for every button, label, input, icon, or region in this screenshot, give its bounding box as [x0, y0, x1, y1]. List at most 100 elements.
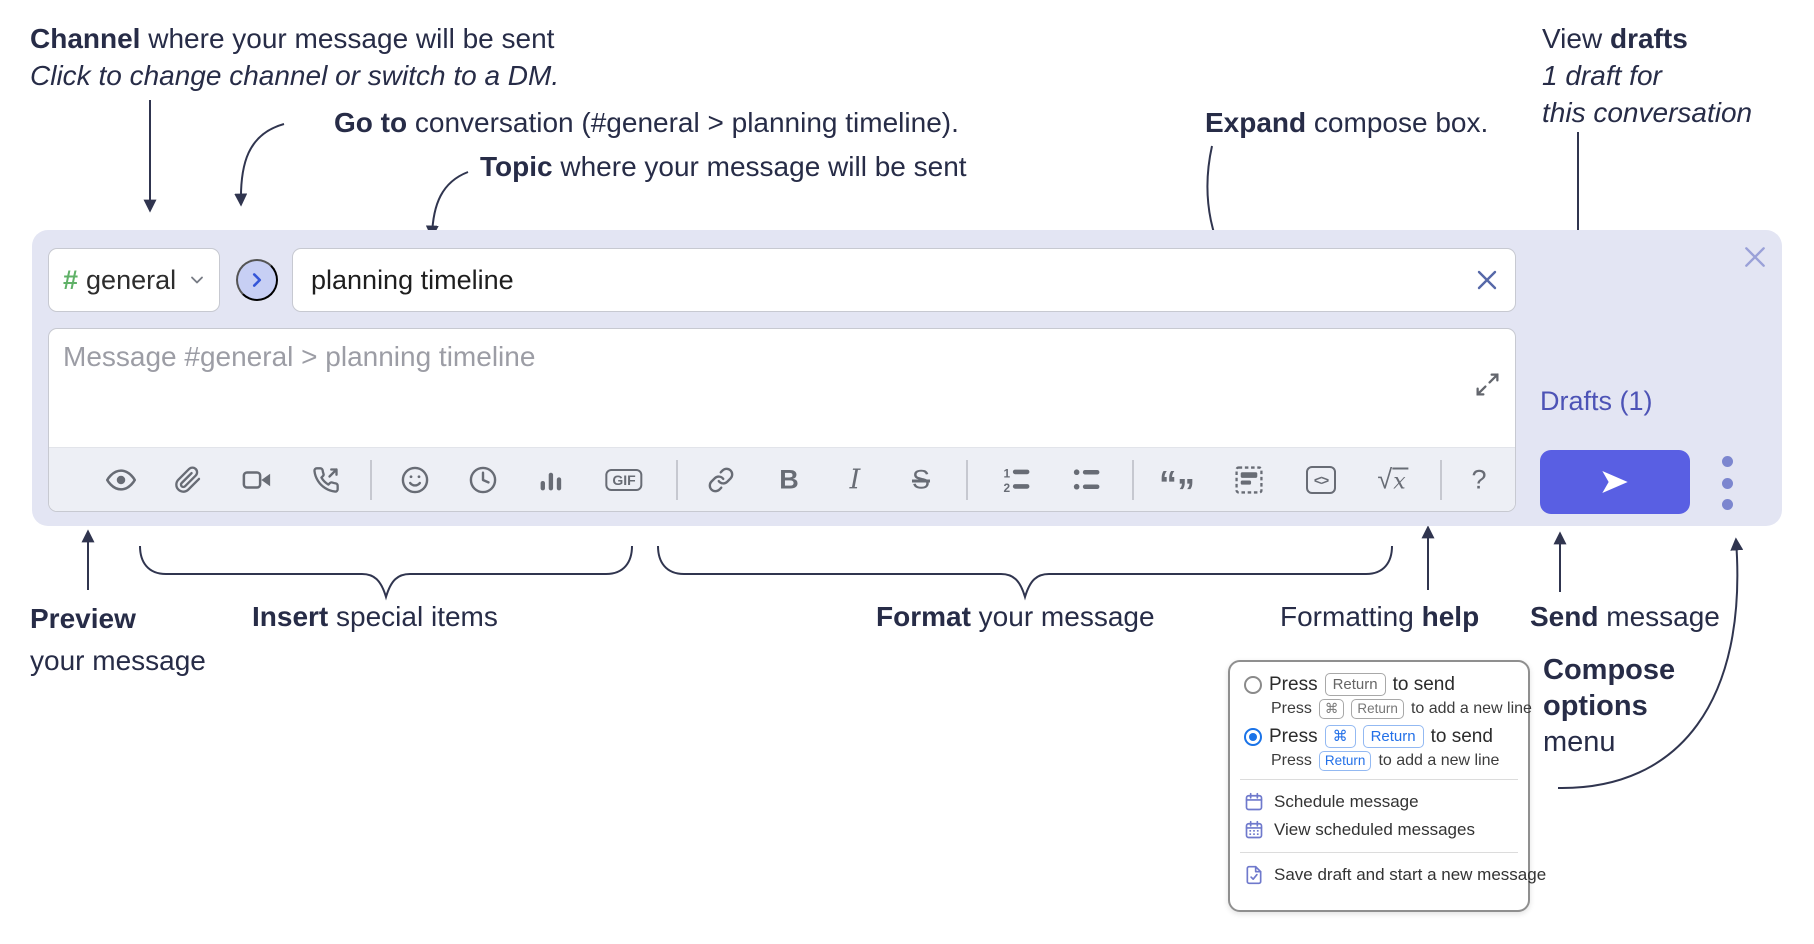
view-drafts-pre: View	[1542, 23, 1610, 54]
preview-annotation: Preview your message	[30, 598, 206, 682]
toolbar-divider	[1132, 459, 1134, 500]
save-draft-item[interactable]: Save draft and start a new message	[1244, 861, 1546, 889]
quote-button[interactable]: “”	[1159, 465, 1195, 509]
spoiler-button[interactable]	[1235, 465, 1264, 494]
add-poll-button[interactable]	[538, 466, 565, 493]
quote-icon: “	[1159, 462, 1177, 504]
send-option-enter-subtext: Press ⌘ Return to add a new line	[1271, 699, 1532, 719]
send-option-cmd-enter[interactable]: Press ⌘ Return to send	[1244, 725, 1514, 748]
add-gif-button[interactable]: GIF	[605, 468, 643, 491]
send-button[interactable]	[1540, 450, 1690, 514]
insert-annotation: Insert special items	[252, 598, 498, 635]
radio-unchecked-icon[interactable]	[1244, 675, 1262, 694]
view-drafts-annotation: View drafts 1 draft for this conversatio…	[1542, 20, 1752, 131]
schedule-message-label: Schedule message	[1274, 792, 1419, 811]
bar-chart-icon	[540, 472, 562, 490]
clock-icon	[469, 466, 497, 493]
go-to-conversation-button[interactable]	[236, 259, 278, 301]
spoiler-icon	[1235, 465, 1263, 494]
emoji-button[interactable]	[401, 465, 430, 494]
toolbar-divider	[676, 459, 678, 500]
view-drafts-bold: drafts	[1609, 23, 1688, 54]
toolbar-divider	[1440, 459, 1442, 500]
send-annotation-rest: message	[1598, 601, 1720, 632]
chevron-down-icon	[191, 276, 203, 284]
compose-options-line2: options	[1543, 690, 1648, 722]
channel-annotation-line2: Click to change channel or switch to a D…	[30, 60, 560, 91]
topic-annotation: Topic where your message will be sent	[480, 148, 967, 185]
preview-annotation-line2: your message	[30, 645, 206, 676]
expand-compose-button[interactable]	[1474, 371, 1501, 398]
bulleted-list-icon	[1073, 468, 1100, 490]
video-camera-icon	[242, 470, 271, 489]
send-option-cmd-enter-subtext: Press Return to add a new line	[1271, 751, 1514, 771]
compose-box: # general Message #general > planning ti…	[32, 230, 1782, 526]
formatting-help-bold: help	[1421, 601, 1480, 632]
toolbar-divider	[966, 459, 968, 500]
schedule-message-item[interactable]: Schedule message	[1244, 788, 1514, 816]
svg-text:2: 2	[1004, 480, 1011, 494]
close-icon	[1477, 270, 1497, 290]
insert-brace	[139, 545, 633, 601]
document-check-icon	[1246, 865, 1262, 885]
close-compose-button[interactable]	[1742, 244, 1768, 270]
strikethrough-icon: S	[911, 464, 931, 494]
topic-input[interactable]	[311, 264, 1475, 296]
message-compose-area[interactable]: Message #general > planning timeline	[48, 328, 1516, 512]
compose-options-menu-button[interactable]	[1715, 456, 1739, 510]
view-drafts-line3: this conversation	[1542, 97, 1753, 128]
add-global-time-button[interactable]	[469, 465, 498, 494]
bold-icon: B	[779, 464, 799, 494]
quote-icon-close: ”	[1177, 470, 1195, 512]
menu-divider	[1240, 779, 1518, 780]
cmd-key-chip: ⌘	[1318, 699, 1345, 719]
to-send-label: to send	[1392, 673, 1455, 695]
attach-file-button[interactable]	[174, 465, 202, 494]
message-input[interactable]: Message #general > planning timeline	[63, 341, 536, 372]
radio-checked-icon[interactable]	[1244, 727, 1262, 746]
formatting-help-button[interactable]: ?	[1471, 464, 1486, 495]
smiley-icon	[401, 466, 429, 493]
send-annotation-bold: Send	[1530, 601, 1599, 632]
channel-selector[interactable]: # general	[48, 248, 220, 312]
preview-button[interactable]	[106, 465, 136, 495]
start-video-call-button[interactable]	[242, 465, 272, 495]
dot-icon	[1721, 499, 1733, 510]
press-label: Press	[1271, 752, 1312, 769]
topic-annotation-bold: Topic	[480, 151, 553, 182]
paperclip-icon	[175, 465, 201, 493]
compose-options-menu: Press Return to send Press ⌘ Return to a…	[1228, 660, 1546, 912]
press-label: Press	[1269, 725, 1318, 747]
return-key-chip: Return	[1351, 699, 1404, 719]
compose-options-line3: menu	[1543, 726, 1616, 758]
drafts-link[interactable]: Drafts (1)	[1540, 386, 1653, 416]
gif-icon: GIF	[605, 468, 643, 491]
numbered-list-button[interactable]: 1 2	[1003, 465, 1032, 494]
bulleted-list-button[interactable]	[1073, 465, 1102, 494]
expand-annotation-bold: Expand	[1205, 107, 1307, 138]
formatting-help-annotation: Formatting help	[1280, 598, 1479, 635]
code-button[interactable]: <>	[1306, 465, 1336, 494]
expand-annotation: Expand compose box.	[1205, 104, 1488, 141]
compose-toolbar: GIF B I S	[49, 447, 1515, 511]
view-drafts-line2: 1 draft for	[1542, 60, 1662, 91]
format-brace	[657, 545, 1393, 601]
compose-options-annotation: Compose options menu	[1543, 652, 1675, 760]
cmd-key-chip: ⌘	[1324, 725, 1356, 748]
strikethrough-button[interactable]: S	[912, 464, 930, 495]
math-button[interactable]: √x	[1377, 464, 1409, 495]
insert-link-button[interactable]	[708, 466, 735, 493]
to-add-new-line-label: to add a new line	[1410, 700, 1532, 717]
goto-annotation: Go to conversation (#general > planning …	[334, 104, 959, 141]
channel-annotation-rest: where your message will be sent	[140, 23, 555, 54]
italic-button[interactable]: I	[850, 464, 861, 495]
eye-icon	[106, 468, 136, 491]
save-draft-label: Save draft and start a new message	[1274, 865, 1547, 884]
view-scheduled-messages-item[interactable]: View scheduled messages	[1244, 816, 1514, 844]
bold-button[interactable]: B	[779, 464, 799, 495]
topic-clear-button[interactable]	[1475, 268, 1499, 292]
start-voice-call-button[interactable]	[312, 466, 340, 494]
view-scheduled-messages-label: View scheduled messages	[1274, 820, 1475, 839]
send-option-enter[interactable]: Press Return to send	[1244, 673, 1514, 696]
